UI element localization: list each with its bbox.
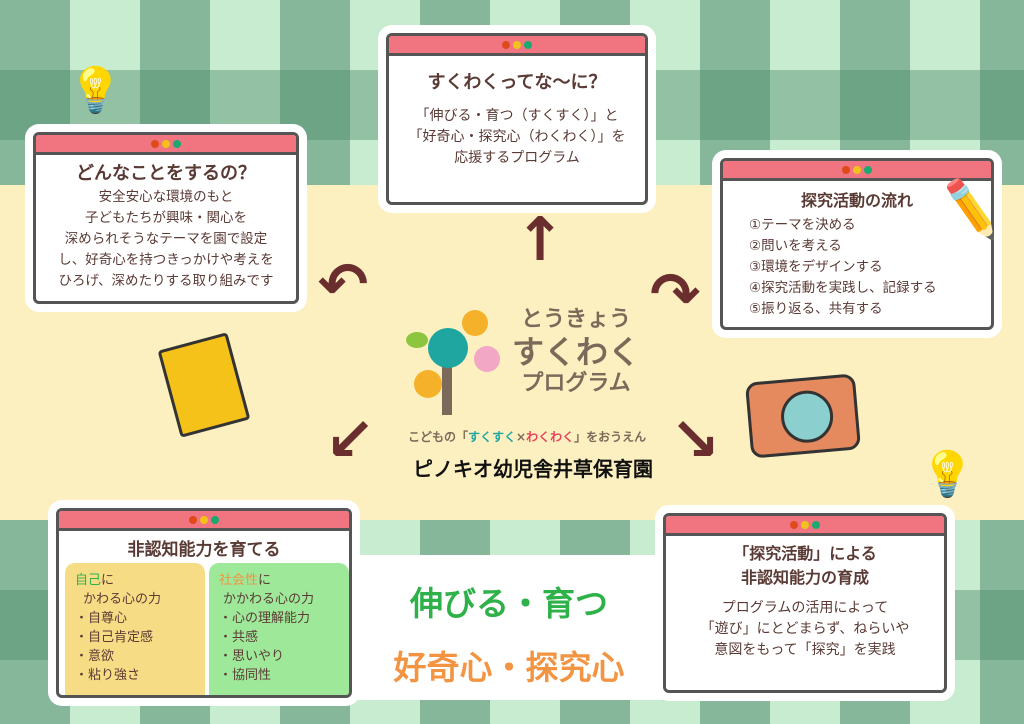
- card-title-line: 非認知能力の育成: [740, 568, 869, 587]
- slogan-panel: 伸びる・育つ 好奇心・探究心: [356, 555, 662, 700]
- camera-icon: [744, 373, 862, 459]
- slogan-line: 好奇心・探究心: [393, 648, 625, 687]
- step-item: ③環境をデザインする: [749, 259, 883, 275]
- box-subheading: かわる心の力: [83, 592, 162, 607]
- step-item: ④探究活動を実践し、記録する: [749, 280, 937, 296]
- tagline-text: わくわく: [526, 430, 575, 444]
- checklist-icon: [157, 332, 251, 438]
- arrow-left-icon: ↶: [318, 250, 369, 320]
- text-line: 意図をもって「探究」を実践: [714, 642, 896, 658]
- step-item: ⑤振り返る、共有する: [749, 301, 883, 317]
- lightbulb-icon: 💡: [68, 65, 123, 116]
- box-heading: に: [258, 573, 272, 588]
- text-line: 「好奇心・探究心（わくわく）」を: [408, 129, 626, 145]
- tagline-text: ×: [516, 430, 527, 444]
- box-heading: に: [101, 573, 115, 588]
- skill-item: ・自尊心: [75, 611, 128, 626]
- skill-item: ・協同性: [219, 668, 272, 683]
- inquiry-activity-card: 「探究活動」による 非認知能力の育成 プログラムの活用によって 「遊び」にとどま…: [655, 505, 955, 701]
- window-title-bar: [59, 511, 349, 531]
- logo-tagline: こどもの「すくすく×わくわく」をおうえん: [408, 428, 646, 445]
- inquiry-flow-card: 探究活動の流れ ①テーマを決める ②問いを考える ③環境をデザインする ④探究活…: [712, 150, 1002, 338]
- program-logo: とうきょう すくわく プログラム: [400, 300, 660, 420]
- card-title: 探究活動の流れ: [800, 191, 913, 210]
- skill-item: ・共感: [219, 630, 259, 645]
- logo-line: とうきょう: [521, 307, 632, 332]
- box-heading: 社会性: [219, 573, 259, 588]
- text-line: 子どもたちが興味・関心を: [85, 210, 247, 226]
- slogan-line: 伸びる・育つ: [410, 584, 608, 623]
- window-title-bar: [723, 161, 991, 181]
- card-title: すくわくってな〜に？: [427, 72, 607, 93]
- card-title: どんなことをするの？: [76, 163, 256, 184]
- pencil-icon: ✏️: [935, 175, 1007, 243]
- arrow-down-right-icon: ↘: [670, 405, 721, 475]
- social-skills-box: 社会性に かかわる心の力 ・心の理解能力 ・共感 ・思いやり ・協同性: [209, 563, 349, 695]
- step-item: ②問いを考える: [749, 238, 842, 254]
- logo-line: すくわく: [512, 333, 641, 371]
- card-title: 非認知能力を育てる: [127, 540, 281, 560]
- text-line: 「伸びる・育つ（すくすく）」と: [415, 108, 619, 124]
- skill-item: ・思いやり: [219, 649, 285, 664]
- what-we-do-card: どんなことをするの？ 安全安心な環境のもと 子どもたちが興味・関心を 深められそ…: [25, 124, 307, 312]
- logo-line: プログラム: [521, 371, 631, 396]
- self-skills-box: 自己に かわる心の力 ・自尊心 ・自己肯定感 ・意欲 ・粘り強さ: [65, 563, 205, 695]
- arrow-down-left-icon: ↙: [325, 405, 376, 475]
- skill-item: ・自己肯定感: [75, 630, 154, 645]
- what-is-sukuwaku-card: すくわくってな〜に？ 「伸びる・育つ（すくすく）」と 「好奇心・探究心（わくわく…: [378, 25, 656, 213]
- window-title-bar: [666, 516, 944, 536]
- tree-logo-icon: [404, 310, 504, 415]
- text-line: 深められそうなテーマを園で設定: [64, 231, 268, 247]
- skill-item: ・意欲: [75, 649, 115, 664]
- window-title-bar: [36, 135, 296, 155]
- text-line: 応援するプログラム: [454, 150, 580, 166]
- nursery-name: ピノキオ幼児舎井草保育園: [413, 457, 653, 481]
- text-line: し、好奇心を持つきっかけや考えを: [58, 252, 274, 268]
- text-line: プログラムの活用によって: [721, 600, 889, 616]
- lightbulb-icon: 💡: [920, 449, 975, 500]
- text-line: 「遊び」にとどまらず、ねらいや: [700, 621, 910, 637]
- window-title-bar: [389, 36, 645, 56]
- box-subheading: かかわる心の力: [223, 592, 315, 607]
- arrow-up-icon: ↑: [515, 205, 566, 275]
- text-line: 安全安心な環境のもと: [98, 189, 234, 205]
- skill-item: ・心の理解能力: [219, 611, 311, 626]
- arrow-right-icon: ↷: [650, 260, 701, 330]
- tagline-text: こどもの「: [408, 430, 469, 444]
- text-line: ひろげ、深めたりする取り組みです: [58, 273, 274, 289]
- card-title: 「探究活動」による 非認知能力の育成: [666, 542, 944, 590]
- non-cognitive-skills-card: 非認知能力を育てる 自己に かわる心の力 ・自尊心 ・自己肯定感 ・意欲 ・粘り…: [48, 500, 360, 706]
- skill-item: ・粘り強さ: [75, 668, 141, 683]
- tagline-text: すくすく: [468, 430, 517, 444]
- card-title-line: 「探究活動」による: [733, 544, 877, 563]
- step-item: ①テーマを決める: [749, 217, 856, 233]
- box-heading: 自己: [75, 573, 102, 588]
- tagline-text: 」をおうえん: [574, 430, 647, 444]
